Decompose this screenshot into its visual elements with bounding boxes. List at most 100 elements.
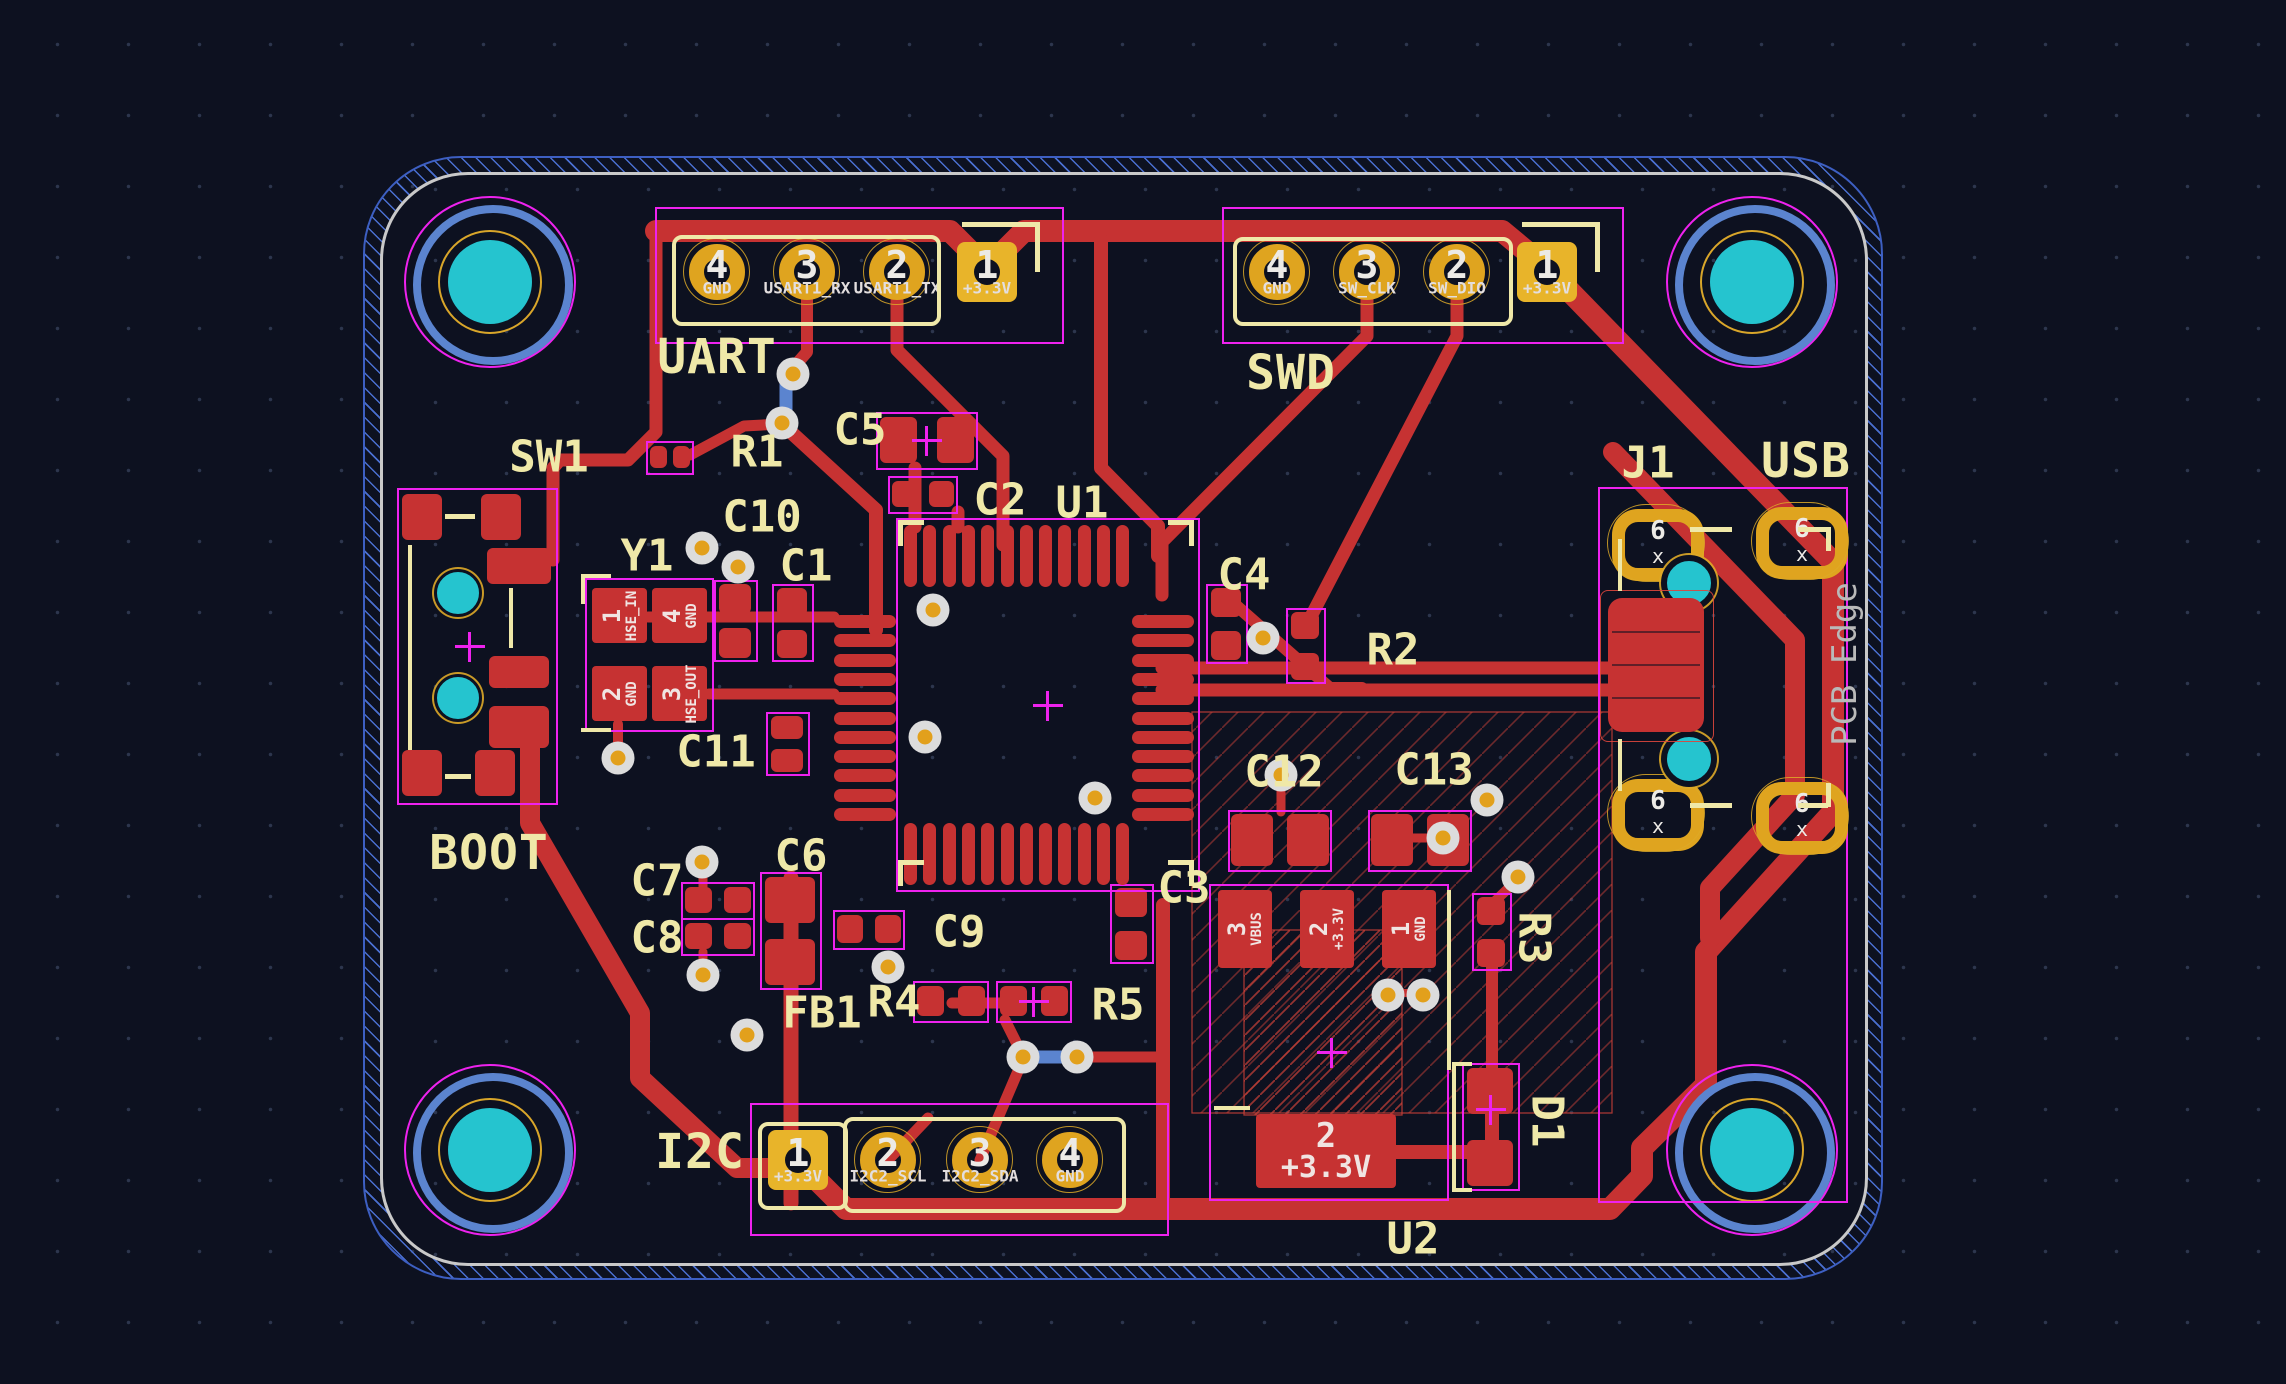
silk-label-u2[interactable]: U2 [1386,1213,1440,1265]
silk-label-c9[interactable]: C9 [932,906,986,958]
silk-label-c5[interactable]: C5 [833,404,887,456]
pad [1115,931,1147,960]
component-c3[interactable] [1110,884,1154,964]
silk-label-uart[interactable]: UART [657,329,777,385]
component-d1[interactable] [1462,1063,1520,1191]
silk-label-c13[interactable]: C13 [1394,744,1474,796]
component-fb1[interactable] [760,872,822,990]
via[interactable] [871,950,905,984]
header-i2c-pin-1[interactable]: 1+3.3V [768,1130,828,1190]
via[interactable] [1371,978,1405,1012]
silk [1214,1106,1250,1110]
header-swd-courtyard [1222,207,1624,344]
component-r5[interactable] [996,981,1072,1023]
via[interactable] [1060,1040,1094,1074]
silk-label-c4[interactable]: C4 [1217,549,1271,601]
silk-label-swd[interactable]: SWD [1246,345,1336,401]
silk-label-y1[interactable]: Y1 [620,530,674,582]
via[interactable] [1006,1040,1040,1074]
silk-label-c11[interactable]: C11 [676,726,756,778]
component-c4[interactable] [1206,584,1248,664]
via[interactable] [601,741,635,775]
via[interactable] [908,720,942,754]
silk-label-c1[interactable]: C1 [779,540,833,592]
via[interactable] [685,845,719,879]
component-c10[interactable] [714,580,758,662]
component-c11[interactable] [766,712,810,776]
component-sw1-boot-switch[interactable] [397,488,558,805]
silk-label-r3[interactable]: R3 [1508,911,1560,965]
component-r1[interactable] [646,441,694,475]
silk-label-c2[interactable]: C2 [973,474,1027,526]
silk-label-d1[interactable]: D1 [1521,1094,1573,1148]
silk [1798,527,1828,532]
silk-label-usb[interactable]: USB [1761,433,1851,489]
silk-label-pcb-edge[interactable]: PCB Edge [1825,582,1865,746]
via[interactable] [685,531,719,565]
pad [777,588,807,617]
component-c9[interactable] [833,910,905,950]
silk-label-r1[interactable]: R1 [730,426,784,478]
mounting-hole[interactable] [1666,196,1838,368]
via[interactable] [1426,821,1460,855]
pad [771,716,803,740]
via[interactable] [1264,758,1298,792]
silk-label-c8[interactable]: C8 [630,912,684,964]
component-r2[interactable] [1286,608,1326,684]
via[interactable] [916,593,950,627]
via[interactable] [1501,860,1535,894]
mounting-hole[interactable] [1666,1064,1838,1236]
mounting-hole[interactable] [404,1064,576,1236]
silk-label-r5[interactable]: R5 [1091,979,1145,1031]
component-c12[interactable] [1228,810,1332,872]
pad-mark: x [1795,817,1809,841]
header-uart-pin-1[interactable]: 1+3.3V [957,242,1017,302]
via[interactable] [1246,621,1280,655]
silk-label-fb1[interactable]: FB1 [782,987,862,1039]
courtyard [833,910,905,950]
via[interactable] [686,958,720,992]
via[interactable] [1406,978,1440,1012]
silk-label-c10[interactable]: C10 [722,491,802,543]
component-u1-mcu[interactable] [834,518,1200,892]
silk-corner [1189,860,1194,886]
component-j1-usb[interactable]: 6x6x6x6x [1598,487,1849,1203]
component-c2[interactable] [888,476,958,514]
component-c8[interactable] [681,918,755,956]
via[interactable] [765,406,799,440]
component-r4[interactable] [913,981,989,1023]
component-c5[interactable] [876,412,978,470]
silk-label-u1[interactable]: U1 [1055,477,1109,529]
component-c1[interactable] [772,584,814,662]
via[interactable] [721,550,755,584]
silk-label-c12[interactable]: C12 [1244,746,1324,798]
via[interactable] [1470,783,1504,817]
via[interactable] [1078,781,1112,815]
silk-label-r4[interactable]: R4 [867,976,921,1028]
silk-label-c3[interactable]: C3 [1157,862,1211,914]
silk-label-c6[interactable]: C6 [774,830,828,882]
qfp-pad-right [1132,750,1194,764]
silk-label-c7[interactable]: C7 [630,855,684,907]
via[interactable] [730,1018,764,1052]
silk-label-r2[interactable]: R2 [1366,624,1420,676]
mounting-hole[interactable] [404,196,576,368]
component-r3[interactable] [1472,893,1512,971]
silk-label-boot[interactable]: BOOT [429,825,549,881]
silk-label-j1[interactable]: J1 [1621,437,1675,489]
silk-label-sw1[interactable]: SW1 [509,431,589,483]
header-swd-pin-1[interactable]: 1+3.3V [1517,242,1577,302]
via[interactable] [776,357,810,391]
silk-label-i2c[interactable]: I2C [655,1124,745,1180]
